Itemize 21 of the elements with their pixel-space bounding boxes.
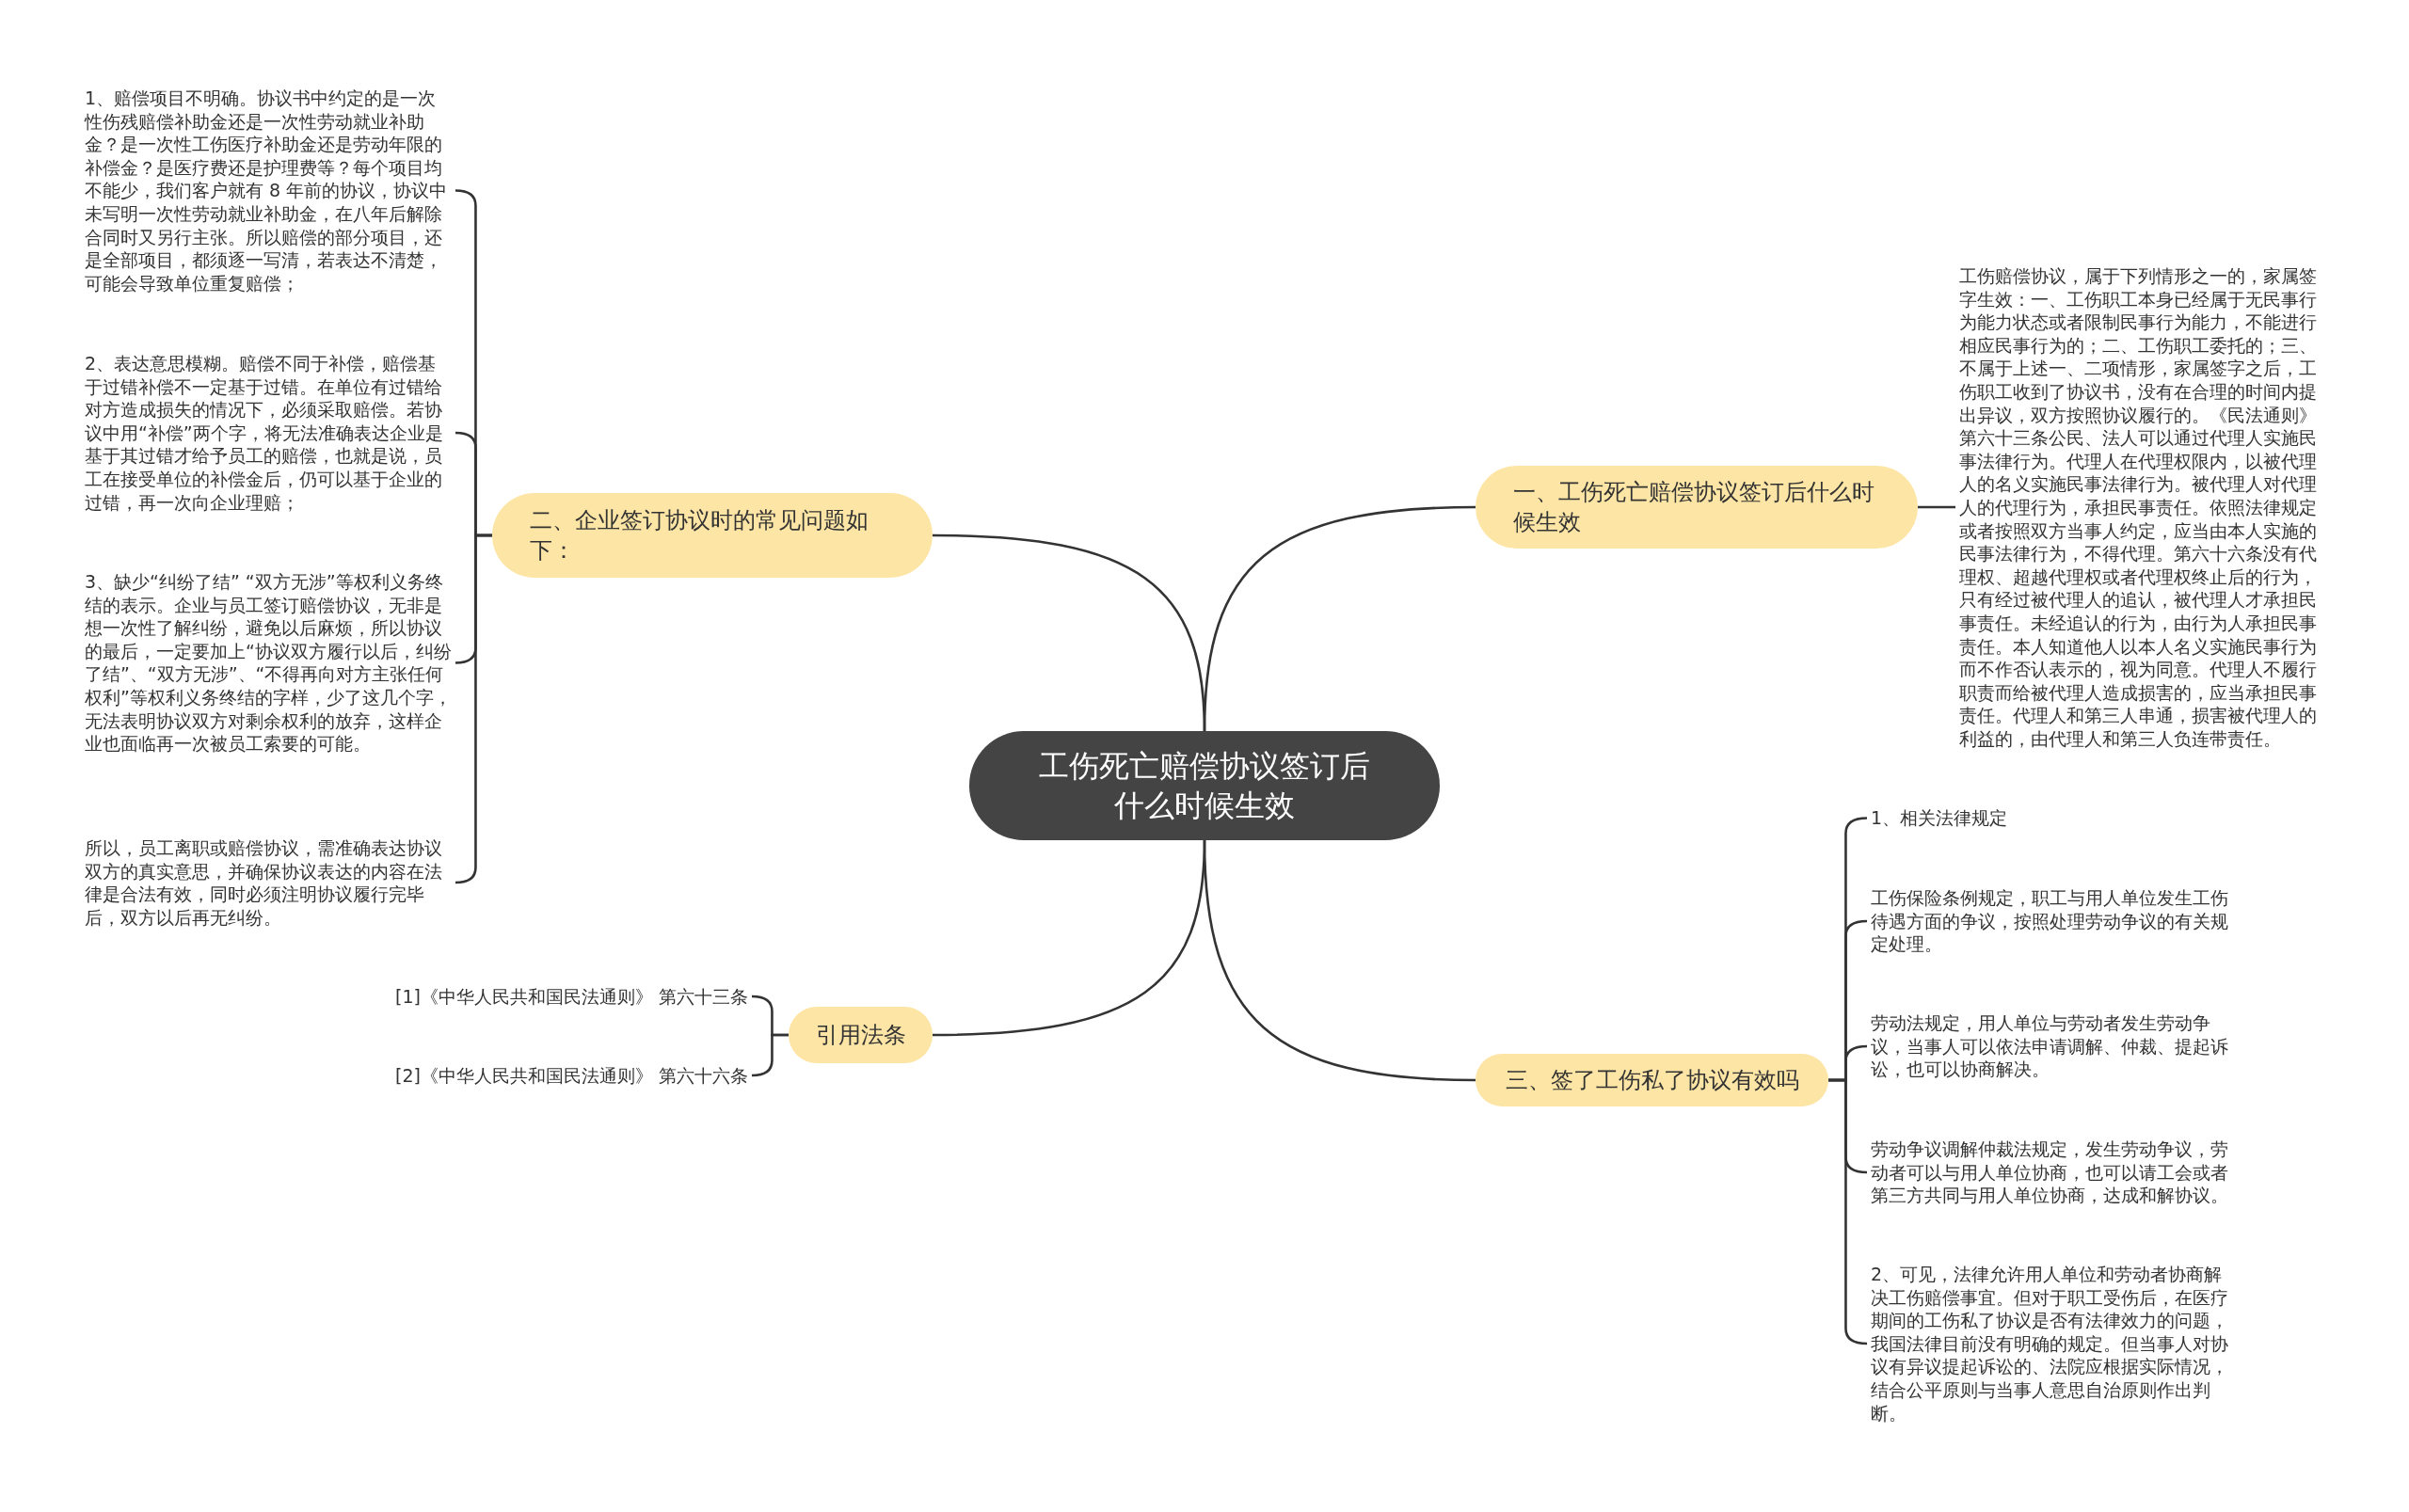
note-text: 3、缺少“纠纷了结” “双方无涉”等权利义务终结的表示。企业与员工签订赔偿协议，无非是想一次性了解纠纷，避免以后麻烦，所以协议的最后，一定要加上“协议双方履行以后，纠纷了结”、“双方无涉”、“不得再向对方主张任何权利”等权利义务终结的字样，少了这几个字，无法表明协议双方对剩余权利的放弃，这样企业也面临再一次被员工索要的可能。 xyxy=(85,570,452,756)
reference-text: [1]《中华人民共和国民法通则》 第六十三条 xyxy=(376,984,748,1009)
note-text: 2、可见，法律允许用人单位和劳动者协商解决工伤赔偿事宜。但对于职工受伤后，在医疗期间的工伤私了协议是否有法律效力的问题，我国法律目前没有明确的规定。但当事人对协议有异议提起诉讼的、法院应根据实际情况，结合公平原则与当事人意思自治原则作出判断。 xyxy=(1871,1263,2240,1425)
note-text: 劳动争议调解仲裁法规定，发生劳动争议，劳动者可以与用人单位协商，也可以请工会或者第三方共同与用人单位协商，达成和解协议。 xyxy=(1871,1138,2240,1207)
note-text: 工伤保险条例规定，职工与用人单位发生工伤待遇方面的争议，按照处理劳动争议的有关规定处理。 xyxy=(1871,886,2240,956)
topic-pill: 引用法条 xyxy=(789,1007,933,1063)
connector-line xyxy=(751,1033,789,1077)
topic-pill: 一、工伤死亡赔偿协议签订后什么时候生效 xyxy=(1476,466,1918,549)
note-text: 所以，员工离职或赔偿协议，需准确表达协议双方的真实意思，并确保协议表达的内容在法律是合法有效，同时必须注明协议履行完毕后，双方以后再无纠纷。 xyxy=(85,836,452,930)
topic-pill: 二、企业签订协议时的常见问题如下： xyxy=(492,493,933,578)
note-text: 1、赔偿项目不明确。协议书中约定的是一次性伤残赔偿补助金还是一次性劳动就业补助金？是一次性工伤医疗补助金还是劳动年限的补偿金？是医疗费还是护理费等？每个项目均不能少，我们客户就有 8 年前的协议，协议中未写明一次性劳动就业补助金，在八年后解除合同时又另行主张。所以赔偿的部分项目，还是全部项目，都须逐一写清，若表达不清楚，可能会导致单位重复赔偿； xyxy=(85,87,452,295)
connector-line xyxy=(932,533,1206,732)
note-text: 工伤赔偿协议，属于下列情形之一的，家属签字生效：一、工伤职工本身已经属于无民事行为能力状态或者限制民事行为能力，不能进行相应民事行为的；二、工伤职工委托的；三、不属于上述一、二项情形，家属签字之后，工伤职工收到了协议书，没有在合理的时间内提出异议，双方按照协议履行的。《民法通则》第六十三条公民、法人可以通过代理人实施民事法律行为。代理人在代理权限内，以被代理人的名义实施民事法律行为。被代理人对代理人的代理行为，承担民事责任。依照法律规定或者按照双方当事人约定，应当由本人实施的民事法律行为，不得代理。第六十六条没有代理权、超越代理权或者代理权终止后的行为，只有经过被代理人的追认，被代理人才承担民事责任。未经追认的行为，由行为人承担民事责任。本人知道他人以本人名义实施民事行为而不作否认表示的，视为同意。代理人不履行职责而给被代理人造成损害的，应当承担民事责任。代理人和第三人串通，损害被代理人的利益的，由代理人和第三人负连带责任。 xyxy=(1959,264,2330,751)
central-topic: 工伤死亡赔偿协议签订后什么时候生效 xyxy=(969,731,1440,840)
topic-pill: 三、签了工伤私了协议有效吗 xyxy=(1476,1054,1828,1106)
note-text: 2、表达意思模糊。赔偿不同于补偿，赔偿基于过错补偿不一定基于过错。在单位有过错给对方造成损失的情况下，必须采取赔偿。若协议中用“补偿”两个字，将无法准确表达企业是基于其过错才给予员工的赔偿，也就是说，员工在接受单位的补偿金后，仍可以基于企业的过错，再一次向企业理赔； xyxy=(85,352,452,515)
connector-line xyxy=(1203,839,1476,1082)
note-text: 劳动法规定，用人单位与劳动者发生劳动争议，当事人可以依法申请调解、仲裁、提起诉讼，也可以协商解决。 xyxy=(1871,1011,2240,1081)
connector-line xyxy=(1918,505,1955,509)
reference-text: [2]《中华人民共和国民法通则》 第六十六条 xyxy=(376,1063,748,1088)
note-text: 1、相关法律规定 xyxy=(1871,806,2240,830)
